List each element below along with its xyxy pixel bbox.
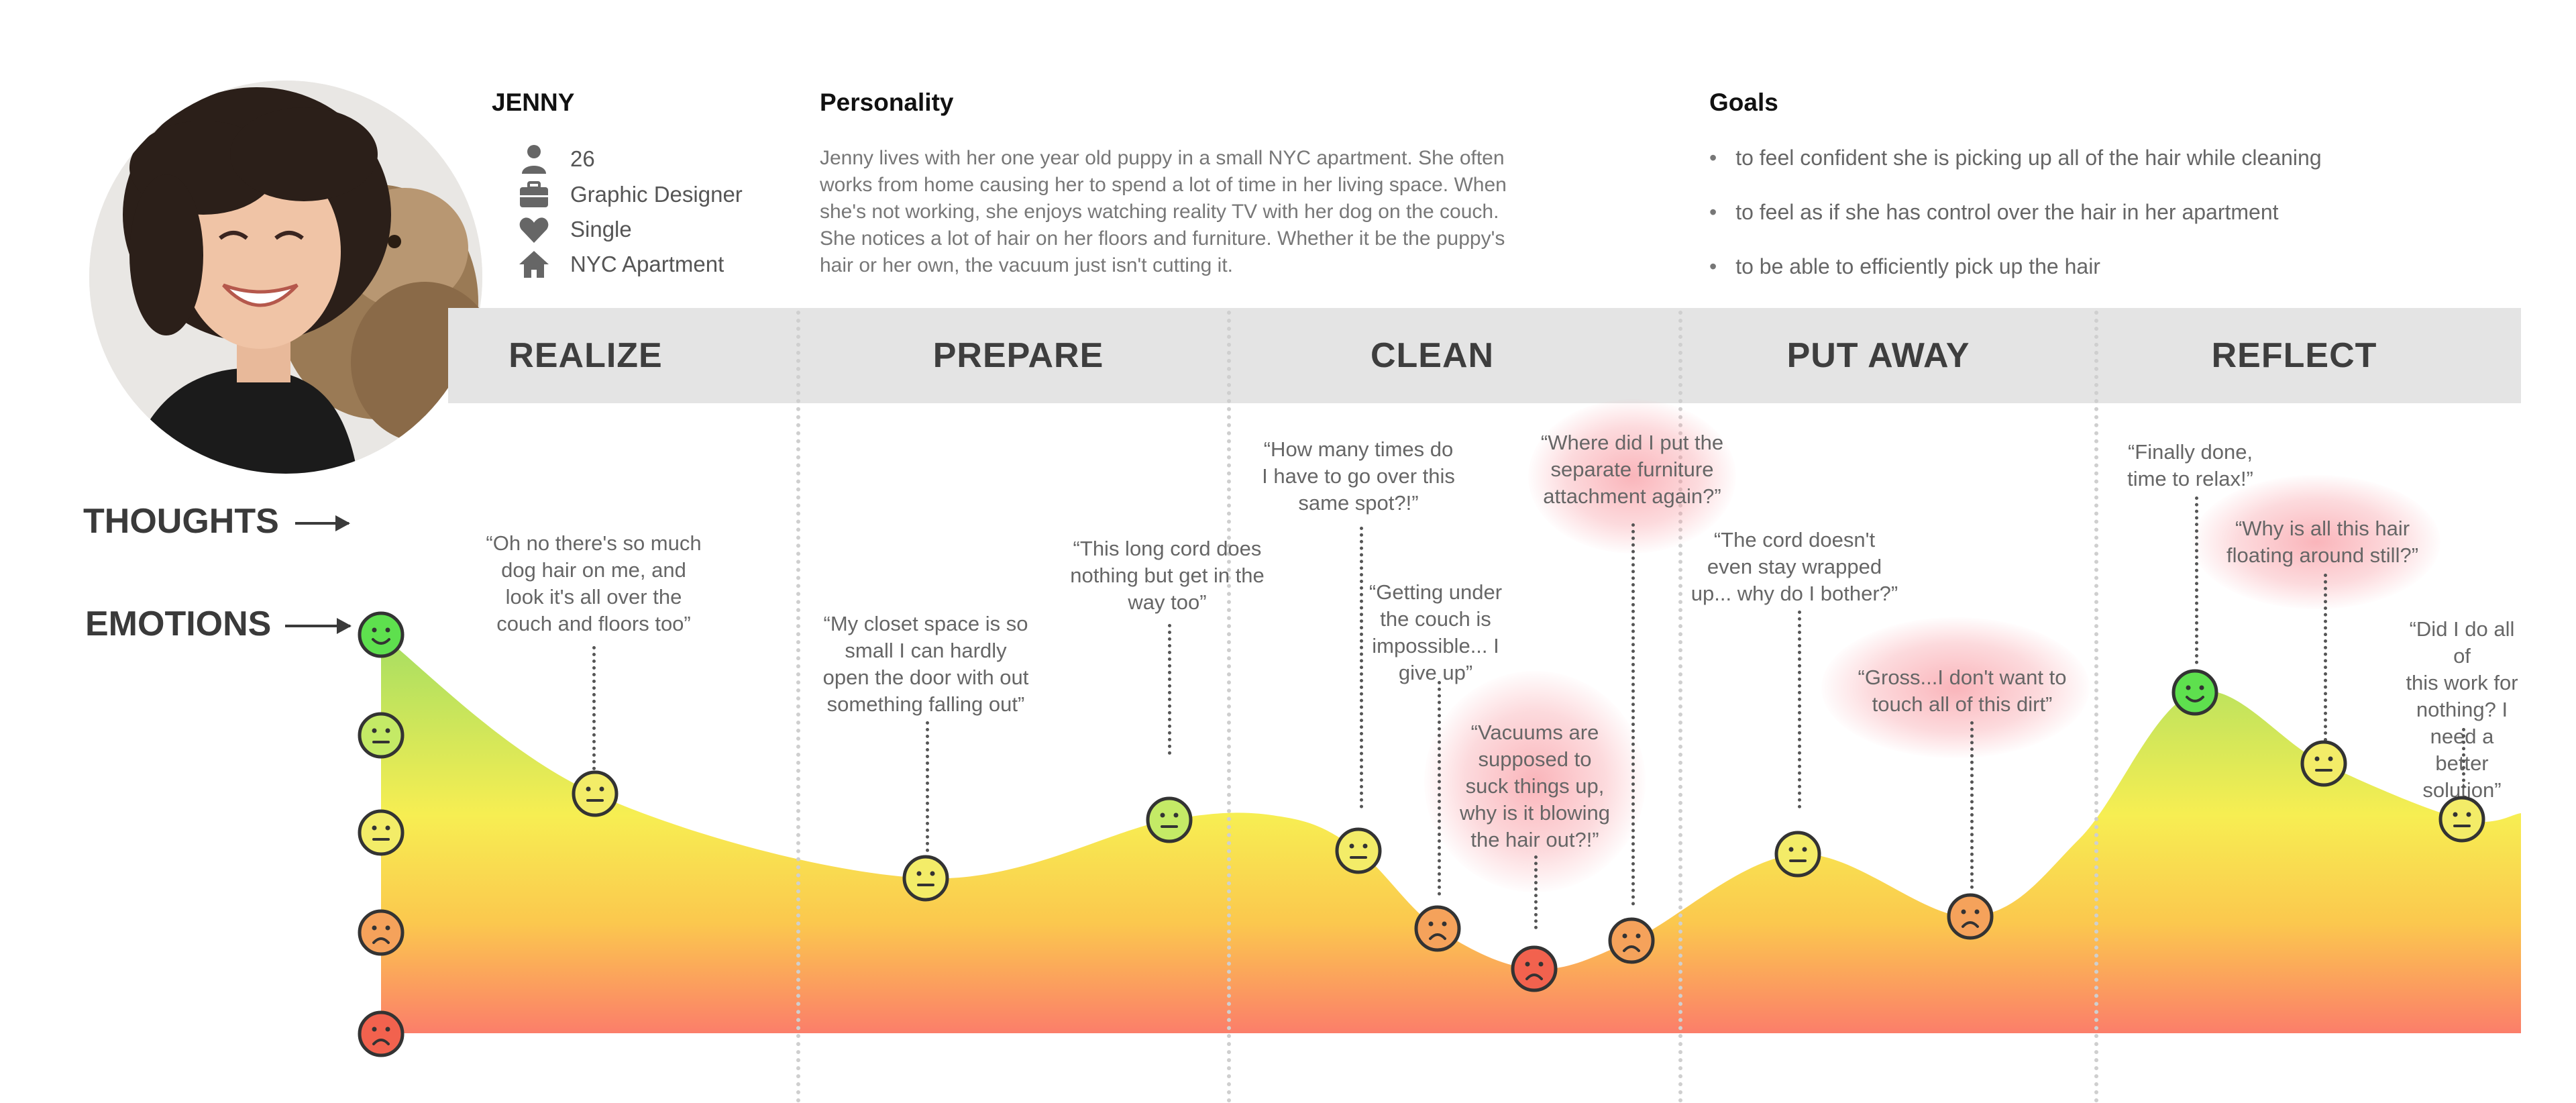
scale-face-happy [358, 712, 405, 759]
persona-home: NYC Apartment [570, 252, 724, 276]
moment-face-neutral [1146, 796, 1193, 843]
persona-relationship: Single [570, 217, 632, 242]
goals-title: Goals [1709, 89, 1778, 116]
moment-face-sad [1414, 905, 1461, 952]
connector-line [926, 721, 929, 852]
stage-prepare: PREPARE [932, 336, 1104, 375]
personality-text: Jenny lives with her one year old puppy … [820, 145, 1578, 279]
heart-icon [518, 213, 550, 246]
connector-line [1631, 523, 1635, 906]
scale-face-very-sad [358, 1010, 405, 1057]
connector-line [2324, 574, 2327, 748]
personality-line: She notices a lot of hair on her floors … [820, 227, 1505, 250]
connector-line [1798, 611, 1801, 808]
stage-reflect: REFLECT [2211, 336, 2377, 375]
emotion-area [381, 635, 2521, 1033]
stage-put-away: PUT AWAY [1786, 336, 1970, 375]
connector-line [1438, 681, 1441, 896]
scale-face-neutral [358, 809, 405, 856]
stage-divider [2094, 311, 2098, 1103]
personality-line: Jenny lives with her one year old puppy … [820, 147, 1505, 169]
stage-divider [796, 311, 800, 1103]
highlight-glow [1821, 617, 2090, 758]
emotions-arrow-icon [285, 618, 352, 634]
person-icon [518, 143, 550, 175]
moment-face-neutral [1335, 827, 1382, 874]
moment-face-sad [1947, 893, 1994, 940]
emotions-label: EMOTIONS [85, 605, 272, 643]
stage-divider [1678, 311, 1682, 1103]
persona-name: JENNY [492, 89, 575, 116]
thoughts-label: THOUGHTS [83, 502, 279, 541]
personality-line: hair or her own, the vacuum just isn't c… [820, 254, 1234, 276]
moment-face-neutral [902, 855, 949, 902]
briefcase-icon [518, 178, 550, 211]
moment-face-very-happy [2171, 669, 2218, 716]
scale-face-very-happy [358, 611, 405, 658]
persona-age: 26 [570, 146, 595, 171]
connector-line [1360, 527, 1363, 808]
personality-title: Personality [820, 89, 954, 116]
connector-line [2195, 496, 2198, 664]
connector-line [1168, 624, 1171, 755]
connector-line [1970, 721, 1974, 889]
moment-face-neutral [1774, 831, 1821, 878]
thought-finally-done: “Finally done,time to relax!” [2127, 440, 2253, 490]
highlight-glow [2192, 475, 2440, 609]
moment-face-neutral [572, 770, 619, 817]
moment-face-very-sad [1511, 945, 1558, 992]
goal-item: to feel as if she has control over the h… [1709, 200, 2278, 225]
persona-home-row: NYC Apartment [518, 247, 724, 282]
stage-clean: CLEAN [1370, 336, 1495, 375]
connector-line [2462, 728, 2465, 788]
scale-face-sad [358, 909, 405, 956]
persona-age-row: 26 [518, 142, 595, 176]
moment-face-neutral [2438, 796, 2485, 843]
persona-job: Graphic Designer [570, 182, 743, 207]
personality-line: she's not working, she enjoys watching r… [820, 201, 1499, 223]
goal-item: to be able to efficiently pick up the ha… [1709, 254, 2100, 279]
connector-line [1534, 855, 1538, 929]
connector-line [592, 646, 596, 777]
home-icon [518, 248, 550, 280]
personality-line: works from home causing her to spend a l… [820, 174, 1507, 196]
stage-divider [1227, 311, 1231, 1103]
stage-bar [448, 308, 2521, 403]
persona-status-row: Single [518, 212, 632, 247]
thoughts-arrow-icon [295, 515, 350, 531]
stage-realize: REALIZE [508, 336, 663, 375]
persona-job-row: Graphic Designer [518, 177, 743, 212]
goal-item: to feel confident she is picking up all … [1709, 146, 2321, 170]
moment-face-neutral [2300, 740, 2347, 787]
moment-face-sad [1608, 917, 1655, 964]
